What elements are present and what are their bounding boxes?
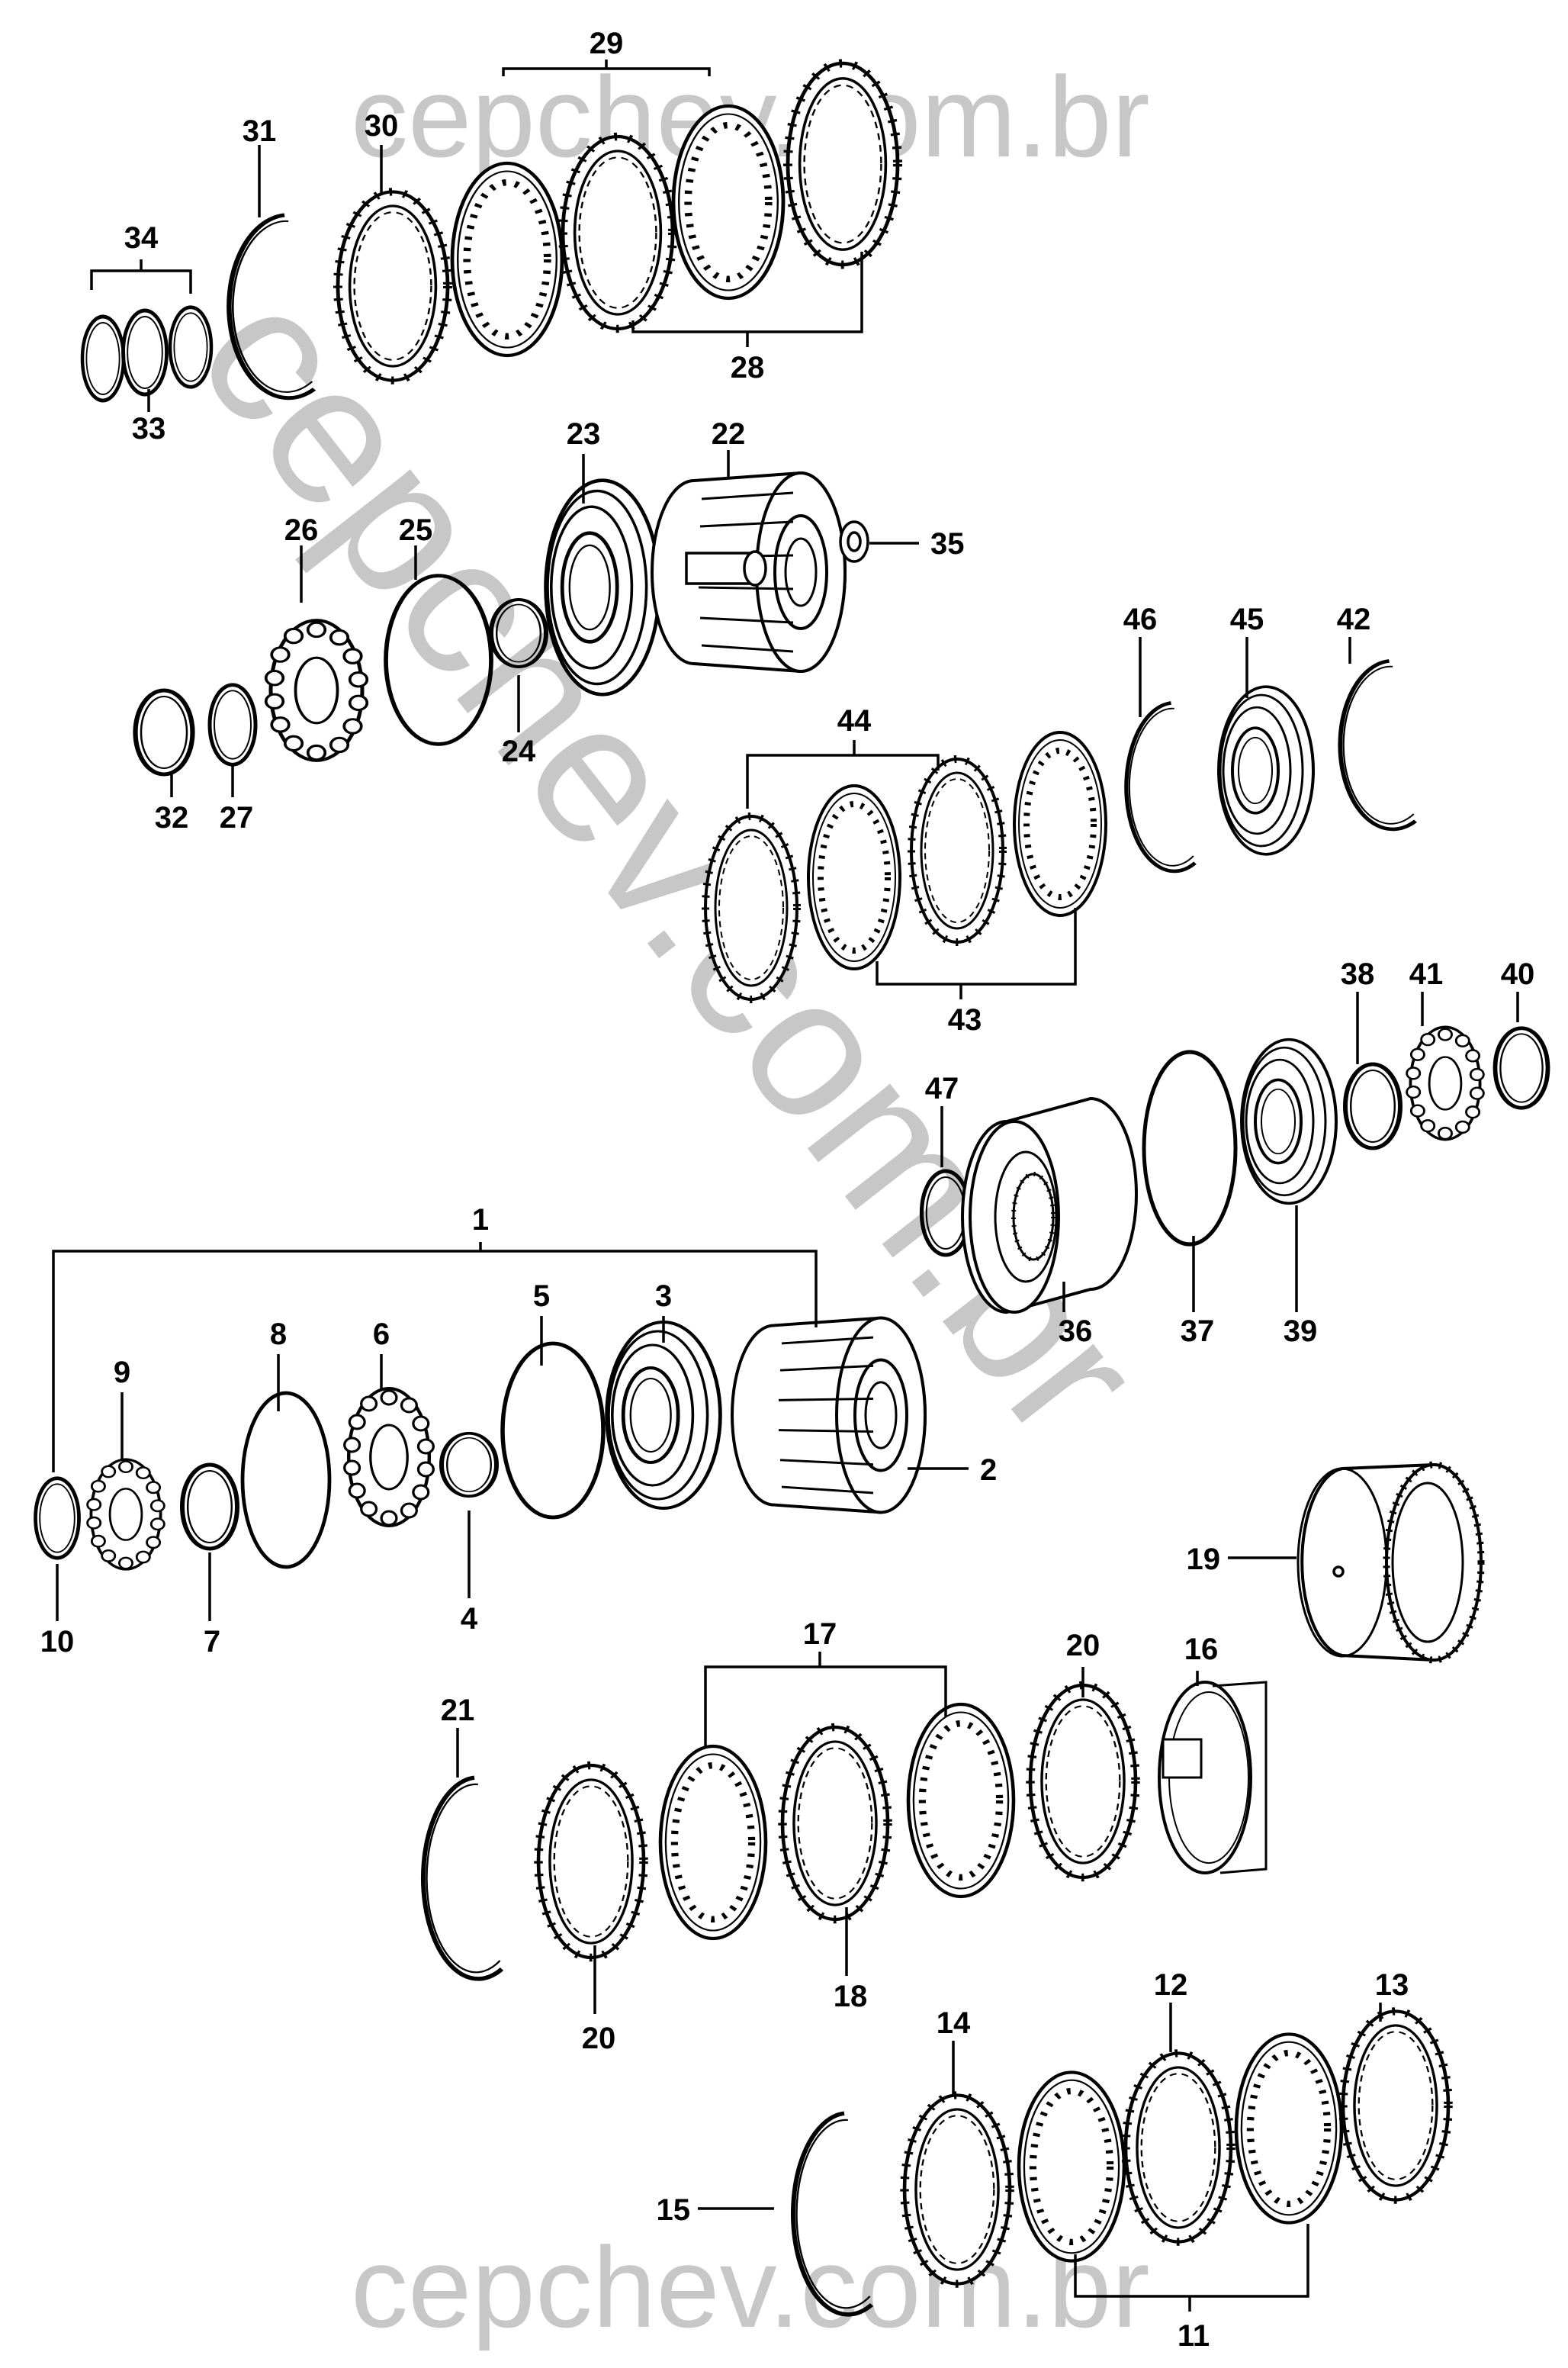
callout-42: 42 — [1337, 603, 1371, 636]
part-36-housing — [961, 1096, 1138, 1314]
part-34-rings — [82, 307, 211, 401]
part-11-plate-a — [1019, 2072, 1124, 2260]
part-14-plate — [904, 2095, 1010, 2283]
callout-17: 17 — [803, 1617, 837, 1651]
callout-43: 43 — [948, 1003, 982, 1037]
callout-18: 18 — [834, 1980, 868, 2013]
part-28-plate-a — [563, 137, 673, 329]
callout-9: 9 — [114, 1356, 130, 1389]
part-20-plate-a — [538, 1765, 644, 1958]
part-29-plate-b — [673, 106, 783, 298]
callout-16: 16 — [1184, 1633, 1219, 1666]
part-42-snap-ring — [1340, 661, 1415, 829]
part-43-plate-a — [808, 786, 900, 969]
callout-39: 39 — [1284, 1314, 1318, 1348]
part-26-spring-assembly — [266, 620, 368, 761]
part-8-oring — [243, 1393, 329, 1567]
callout-24: 24 — [502, 735, 536, 768]
callout-3: 3 — [655, 1279, 672, 1313]
callout-37: 37 — [1181, 1314, 1215, 1348]
callout-28: 28 — [731, 351, 765, 384]
callout-15: 15 — [657, 2193, 691, 2227]
callout-33: 33 — [132, 412, 166, 446]
part-2-drum — [731, 1316, 927, 1514]
part-32-ring — [136, 690, 193, 774]
callout-10: 10 — [40, 1625, 75, 1659]
callout-11: 11 — [1178, 2319, 1210, 2353]
part-4-seal — [442, 1433, 496, 1497]
callout-5: 5 — [533, 1279, 550, 1313]
part-10-ring — [36, 1478, 79, 1559]
callout-12: 12 — [1154, 1968, 1188, 2002]
callout-21: 21 — [441, 1694, 475, 1727]
part-37-oring — [1144, 1052, 1235, 1244]
part-30-plate — [338, 191, 448, 380]
part-45-plate — [1217, 685, 1315, 856]
part-43-plate-b — [1014, 732, 1106, 915]
part-17-plate-a — [660, 1746, 766, 1938]
callout-45: 45 — [1230, 603, 1264, 636]
part-17-plate-b — [908, 1704, 1014, 1897]
part-6-spring-assembly — [345, 1388, 434, 1526]
callout-31: 31 — [243, 114, 277, 148]
callout-14: 14 — [937, 2006, 971, 2040]
part-9-spring-assembly — [85, 1458, 166, 1571]
part-40-ring — [1496, 1028, 1548, 1108]
callout-35: 35 — [930, 527, 965, 561]
callout-22: 22 — [712, 417, 746, 451]
callout-1: 1 — [472, 1203, 489, 1237]
callout-32: 32 — [155, 801, 189, 835]
callout-7: 7 — [204, 1625, 220, 1659]
callout-40: 40 — [1501, 957, 1535, 991]
watermark-bottom: cepchev.com.br — [351, 2223, 1150, 2351]
callout-8: 8 — [270, 1318, 287, 1351]
callout-20-top: 20 — [1066, 1629, 1100, 1662]
part-20-plate-b — [1030, 1685, 1136, 1877]
callout-6: 6 — [373, 1318, 390, 1351]
callout-2: 2 — [980, 1453, 997, 1487]
callout-25: 25 — [399, 513, 433, 547]
part-11-plate-b — [1236, 2034, 1341, 2222]
part-44-plate-b — [911, 759, 1003, 942]
callout-13: 13 — [1375, 1968, 1409, 2002]
part-16-retainer — [1158, 1681, 1268, 1874]
part-18-plate — [782, 1727, 888, 1919]
part-29-plate-a — [452, 163, 562, 356]
part-7-seal — [182, 1465, 237, 1549]
callout-23: 23 — [567, 417, 601, 451]
callout-47: 47 — [925, 1072, 959, 1105]
part-19-ring-gear — [1296, 1461, 1485, 1664]
callout-27: 27 — [220, 801, 254, 835]
part-35-washer — [839, 520, 869, 563]
callout-20-bottom: 20 — [582, 2022, 616, 2055]
callout-41: 41 — [1409, 957, 1444, 991]
callout-36: 36 — [1059, 1314, 1093, 1348]
part-3-piston — [607, 1322, 721, 1508]
part-23-piston — [546, 481, 660, 695]
part-28-plate-b — [788, 63, 898, 265]
part-12-plate — [1126, 2053, 1231, 2241]
callout-34: 34 — [124, 221, 159, 255]
callout-44: 44 — [837, 704, 872, 738]
callout-29: 29 — [590, 27, 624, 60]
part-22-drum — [651, 471, 847, 673]
part-39-piston — [1240, 1038, 1338, 1205]
callout-30: 30 — [365, 109, 399, 143]
part-46-snap-ring — [1126, 703, 1195, 871]
part-38-seal — [1345, 1064, 1400, 1148]
part-21-snap-ring — [423, 1778, 502, 1979]
callout-38: 38 — [1341, 957, 1375, 991]
part-5-oring — [503, 1343, 603, 1517]
callout-19: 19 — [1187, 1543, 1221, 1576]
part-13-plate — [1343, 2011, 1448, 2199]
part-44-plate-a — [705, 816, 797, 999]
callout-4: 4 — [461, 1602, 478, 1636]
part-41-spring-assembly — [1405, 1025, 1486, 1141]
part-27-snap-ring — [210, 685, 255, 765]
callout-46: 46 — [1123, 603, 1158, 636]
callout-26: 26 — [284, 513, 319, 547]
